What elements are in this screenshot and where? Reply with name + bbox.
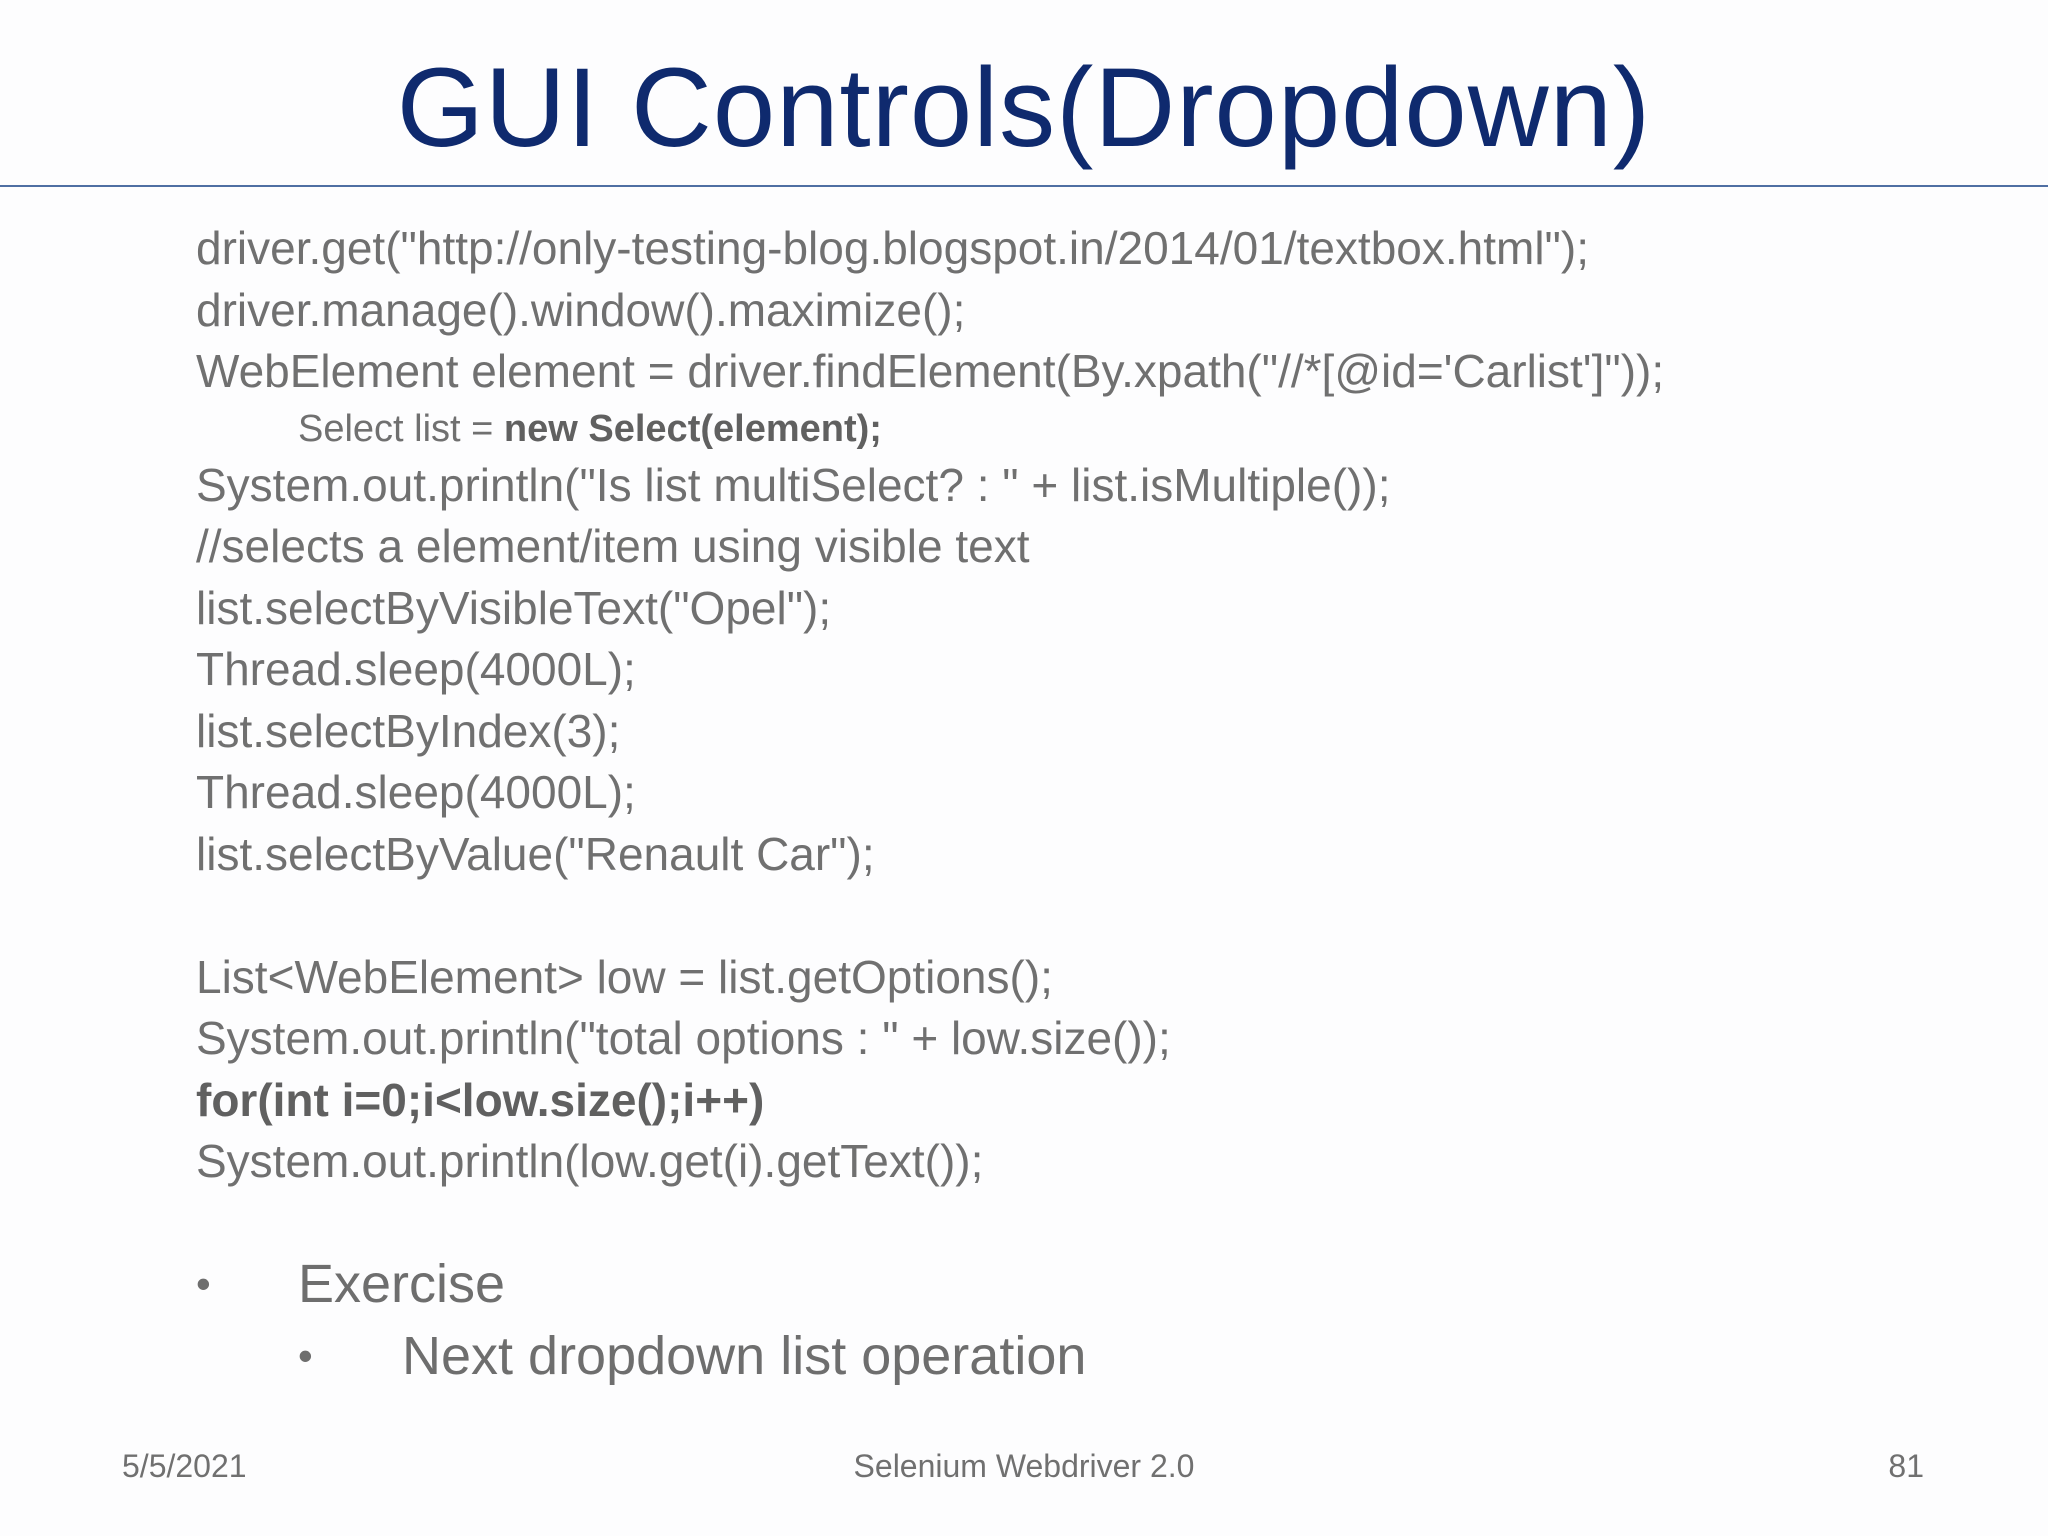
code-line: driver.manage().window().maximize(); — [196, 283, 966, 336]
slide-title: GUI Controls(Dropdown) — [396, 45, 1652, 170]
bullet-text: Next dropdown list operation — [402, 1326, 1087, 1386]
code-line: System.out.println("Is list multiSelect?… — [196, 458, 1391, 511]
code-line: driver.get("http://only-testing-blog.blo… — [196, 222, 1589, 274]
bullet-icon: • — [196, 1260, 211, 1307]
footer-title: Selenium Webdriver 2.0 — [853, 1448, 1195, 1484]
code-line: System.out.println("total options : " + … — [196, 1012, 1171, 1064]
footer-date: 5/5/2021 — [122, 1448, 247, 1484]
bullet-text: Exercise — [298, 1254, 506, 1314]
code-line: Thread.sleep(4000L); — [196, 643, 636, 695]
code-line: //selects a element/item using visible t… — [196, 520, 1030, 572]
select-line-plain: Select list = — [298, 407, 504, 450]
code-line: list.selectByIndex(3); — [196, 704, 621, 757]
select-line: Select list = new Select(element); — [196, 403, 1996, 455]
footer-page-number: 81 — [1888, 1448, 1924, 1484]
bullet-icon: • — [298, 1332, 313, 1379]
print-line: System.out.println(low.get(i).getText())… — [196, 1135, 984, 1187]
code-line: WebElement element = driver.findElement(… — [196, 345, 1665, 397]
blank-line — [196, 885, 1996, 947]
code-line: list.selectByVisibleText("Opel"); — [196, 581, 832, 634]
code-block: driver.get("http://only-testing-blog.blo… — [196, 218, 1996, 1193]
title-divider — [0, 185, 2048, 187]
for-loop-line: for(int i=0;i<low.size();i++) — [196, 1073, 765, 1126]
select-line-bold: new Select(element); — [503, 407, 882, 450]
code-line: list.selectByValue("Renault Car"); — [196, 827, 875, 880]
code-line: Thread.sleep(4000L); — [196, 766, 636, 818]
code-line: List<WebElement> low = list.getOptions()… — [196, 950, 1053, 1003]
